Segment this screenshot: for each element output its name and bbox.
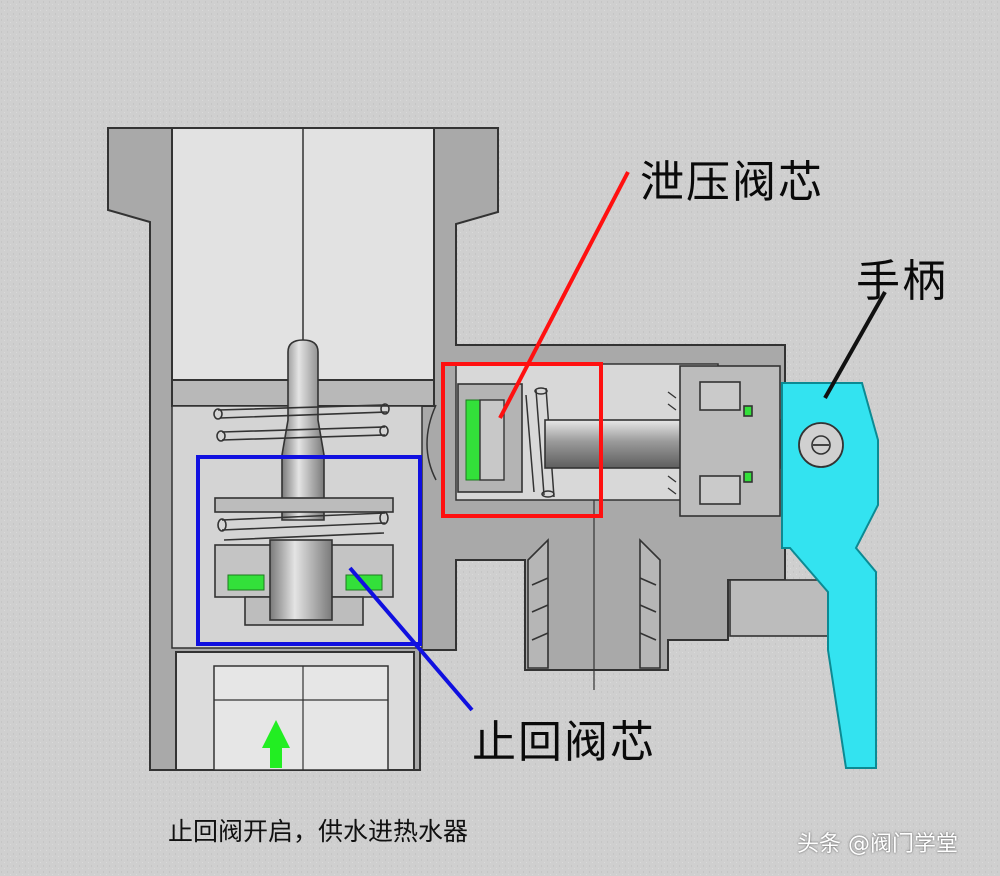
flow-up-arrow-icon bbox=[262, 720, 290, 768]
lower-spring bbox=[217, 511, 389, 541]
outlet-nozzle bbox=[527, 538, 661, 669]
relief-valve-pointer bbox=[498, 171, 630, 419]
check-seal-left bbox=[227, 574, 265, 591]
watermark: 头条 @阀门学堂 bbox=[797, 832, 958, 857]
relief-bore-curve bbox=[426, 404, 437, 481]
relief-valve-core-body bbox=[479, 399, 505, 481]
handle-bushing bbox=[679, 365, 781, 517]
upper-spring bbox=[213, 403, 390, 442]
screw-head-icon bbox=[798, 422, 844, 468]
check-valve-highlight-box bbox=[196, 455, 422, 646]
relief-valve-highlight-box bbox=[441, 362, 603, 518]
check-valve-pointer bbox=[348, 566, 474, 712]
check-valve-core-label: 止回阀芯 bbox=[472, 717, 656, 768]
relief-valve-core-label: 泄压阀芯 bbox=[640, 157, 824, 208]
relief-valve-core-green bbox=[465, 399, 481, 481]
inlet-pipe-inner bbox=[213, 665, 389, 771]
handle-pointer bbox=[823, 291, 887, 399]
handle-lock-block bbox=[729, 579, 829, 637]
handle bbox=[781, 382, 879, 769]
bushing-spring bbox=[667, 391, 677, 495]
handle-label: 手柄 bbox=[856, 256, 948, 307]
diagram-caption: 止回阀开启，供水进热水器 bbox=[168, 817, 469, 846]
